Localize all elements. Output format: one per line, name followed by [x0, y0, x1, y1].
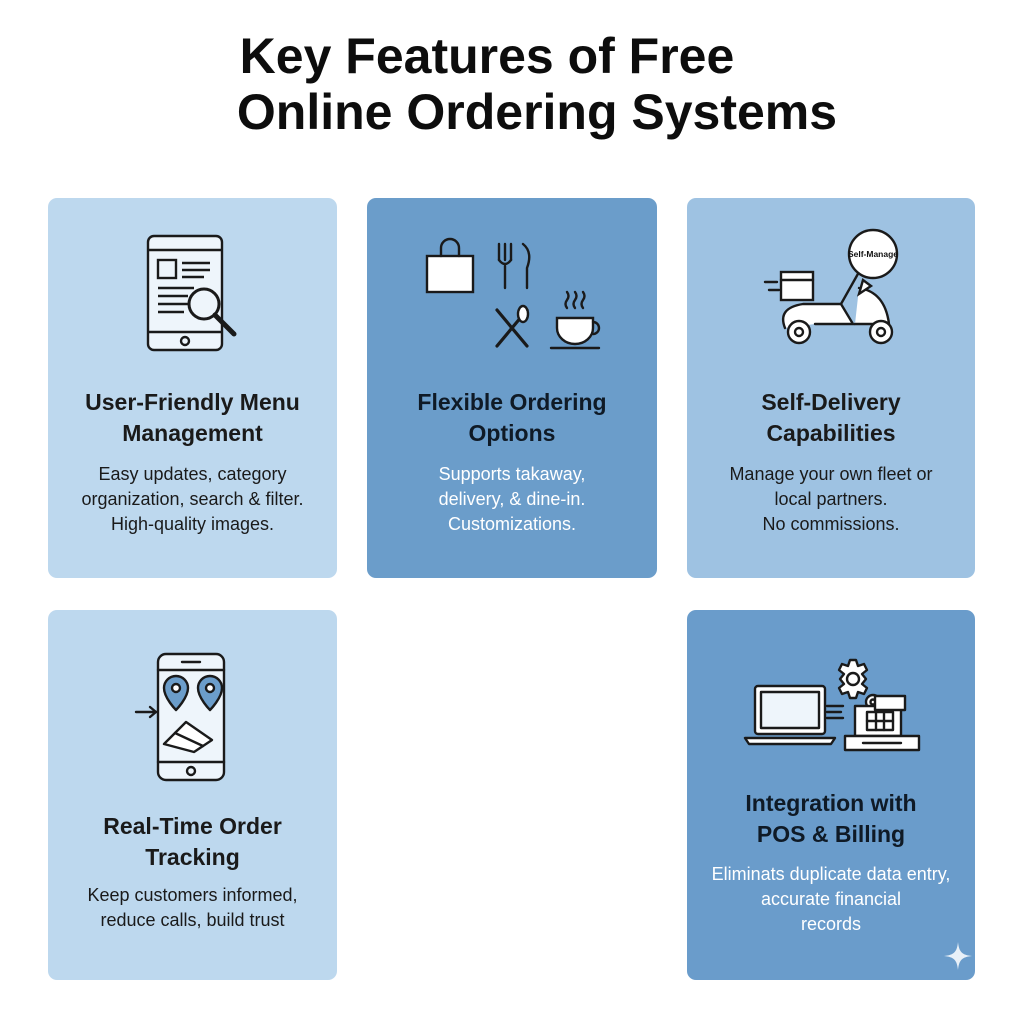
laptop-register-gear-icon — [743, 646, 923, 756]
card-desc-ordering: Supports takaway,delivery, & dine-in.Cus… — [438, 464, 586, 534]
scooter-icon — [763, 228, 913, 352]
phone-map-pin-icon — [134, 652, 244, 782]
title-line-2: Online Ordering Systems — [236, 84, 838, 140]
card-desc-tracking: Keep customers informed,reduce calls, bu… — [87, 885, 298, 930]
card-desc-pos: Eliminats duplicate data entry,accurate … — [711, 864, 951, 934]
tablet-search-icon — [146, 234, 246, 354]
page-title: Key Features of Free Online Ordering Sys… — [0, 28, 1024, 140]
bag-cutlery-cup-icon — [423, 237, 603, 358]
sparkle-icon — [943, 941, 973, 976]
bubble-label: Self-Manage — [847, 249, 899, 259]
title-line-1: Key Features of Free — [239, 28, 735, 84]
